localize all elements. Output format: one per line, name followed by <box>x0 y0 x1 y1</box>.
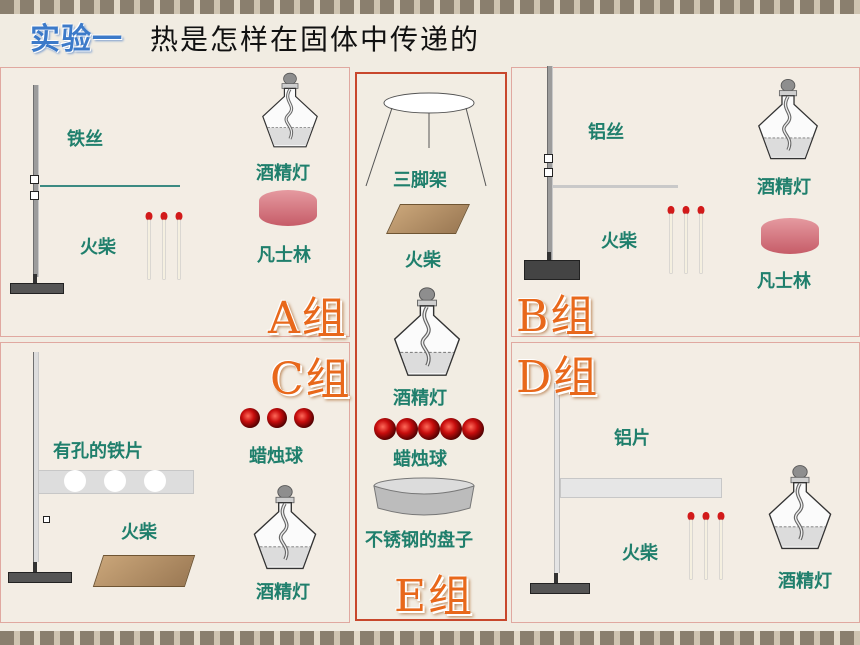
wax-ball <box>396 418 418 440</box>
matches-d <box>687 511 725 580</box>
stand-foot <box>547 252 551 262</box>
wax-ball <box>462 418 484 440</box>
label-matches-a: 火柴 <box>80 237 116 258</box>
matches-b <box>667 205 705 274</box>
label-matches-e: 火柴 <box>405 250 441 271</box>
alcohol-lamp-a <box>260 71 320 149</box>
wax-ball <box>267 408 287 428</box>
wax-ball <box>240 408 260 428</box>
label-matches-c: 火柴 <box>121 522 157 543</box>
experiment-tag: 实验一 <box>30 22 123 57</box>
stand-base <box>530 583 590 594</box>
label-aluminum-wire: 铝丝 <box>588 122 624 143</box>
vaseline-tin-b <box>761 218 819 254</box>
tripod-stand <box>365 92 487 187</box>
iron-stand-pole <box>547 66 553 262</box>
alcohol-lamp-c <box>252 483 318 571</box>
stand-clamp <box>30 175 39 184</box>
group-d-title: D组 <box>516 352 600 403</box>
stand-base <box>8 572 72 583</box>
stand-foot <box>33 274 37 284</box>
title-bar: 实验一 <box>30 14 123 58</box>
aluminum-wire <box>553 185 678 188</box>
group-b-title: B组 <box>516 291 597 342</box>
group-e-title: E组 <box>394 571 475 622</box>
matches-a <box>145 211 183 280</box>
wax-ball <box>440 418 462 440</box>
matchbox-c <box>92 555 196 587</box>
stand-foot <box>554 573 558 583</box>
label-lamp-c: 酒精灯 <box>256 582 310 603</box>
alcohol-lamp-b <box>756 77 820 161</box>
stand-base <box>524 260 580 280</box>
vaseline-tin-a <box>259 190 317 226</box>
label-iron-wire: 铁丝 <box>67 129 103 150</box>
aluminum-sheet <box>560 478 722 498</box>
plate-hole <box>144 470 166 492</box>
label-perforated-plate: 有孔的铁片 <box>53 441 143 462</box>
label-vaseline-b: 凡士林 <box>757 271 811 292</box>
label-lamp-a: 酒精灯 <box>256 163 310 184</box>
alcohol-lamp-d <box>767 463 833 551</box>
stand-clamp <box>544 168 553 177</box>
label-tripod: 三脚架 <box>393 170 447 191</box>
bottom-border <box>0 631 860 645</box>
plate-hole <box>104 470 126 492</box>
page-title: 热是怎样在固体中传递的 <box>150 23 481 56</box>
label-wax-balls-e: 蜡烛球 <box>393 449 447 470</box>
label-vaseline-a: 凡士林 <box>257 245 311 266</box>
wax-ball <box>418 418 440 440</box>
stand-foot <box>33 562 37 572</box>
group-c-title: C组 <box>270 354 352 405</box>
label-matches-d: 火柴 <box>622 543 658 564</box>
iron-stand-pole <box>554 383 560 573</box>
stand-clamp <box>30 191 39 200</box>
wax-ball <box>374 418 396 440</box>
stainless-steel-plate <box>373 477 475 516</box>
label-lamp-b: 酒精灯 <box>757 177 811 198</box>
label-lamp-e: 酒精灯 <box>393 388 447 409</box>
iron-stand-pole <box>33 352 39 562</box>
group-a-title: A组 <box>268 293 348 344</box>
label-steel-plate: 不锈钢的盘子 <box>365 530 473 551</box>
label-matches-b: 火柴 <box>601 231 637 252</box>
alcohol-lamp-e <box>383 284 471 379</box>
stand-clamp <box>43 516 50 523</box>
wax-ball <box>294 408 314 428</box>
top-border <box>0 0 860 14</box>
label-lamp-d: 酒精灯 <box>778 571 832 592</box>
matchbox-e <box>386 204 470 234</box>
stand-base <box>10 283 64 294</box>
plate-hole <box>64 470 86 492</box>
stand-clamp <box>544 154 553 163</box>
iron-wire <box>40 185 180 187</box>
label-aluminum-sheet: 铝片 <box>614 428 650 449</box>
label-wax-balls-c: 蜡烛球 <box>249 446 303 467</box>
